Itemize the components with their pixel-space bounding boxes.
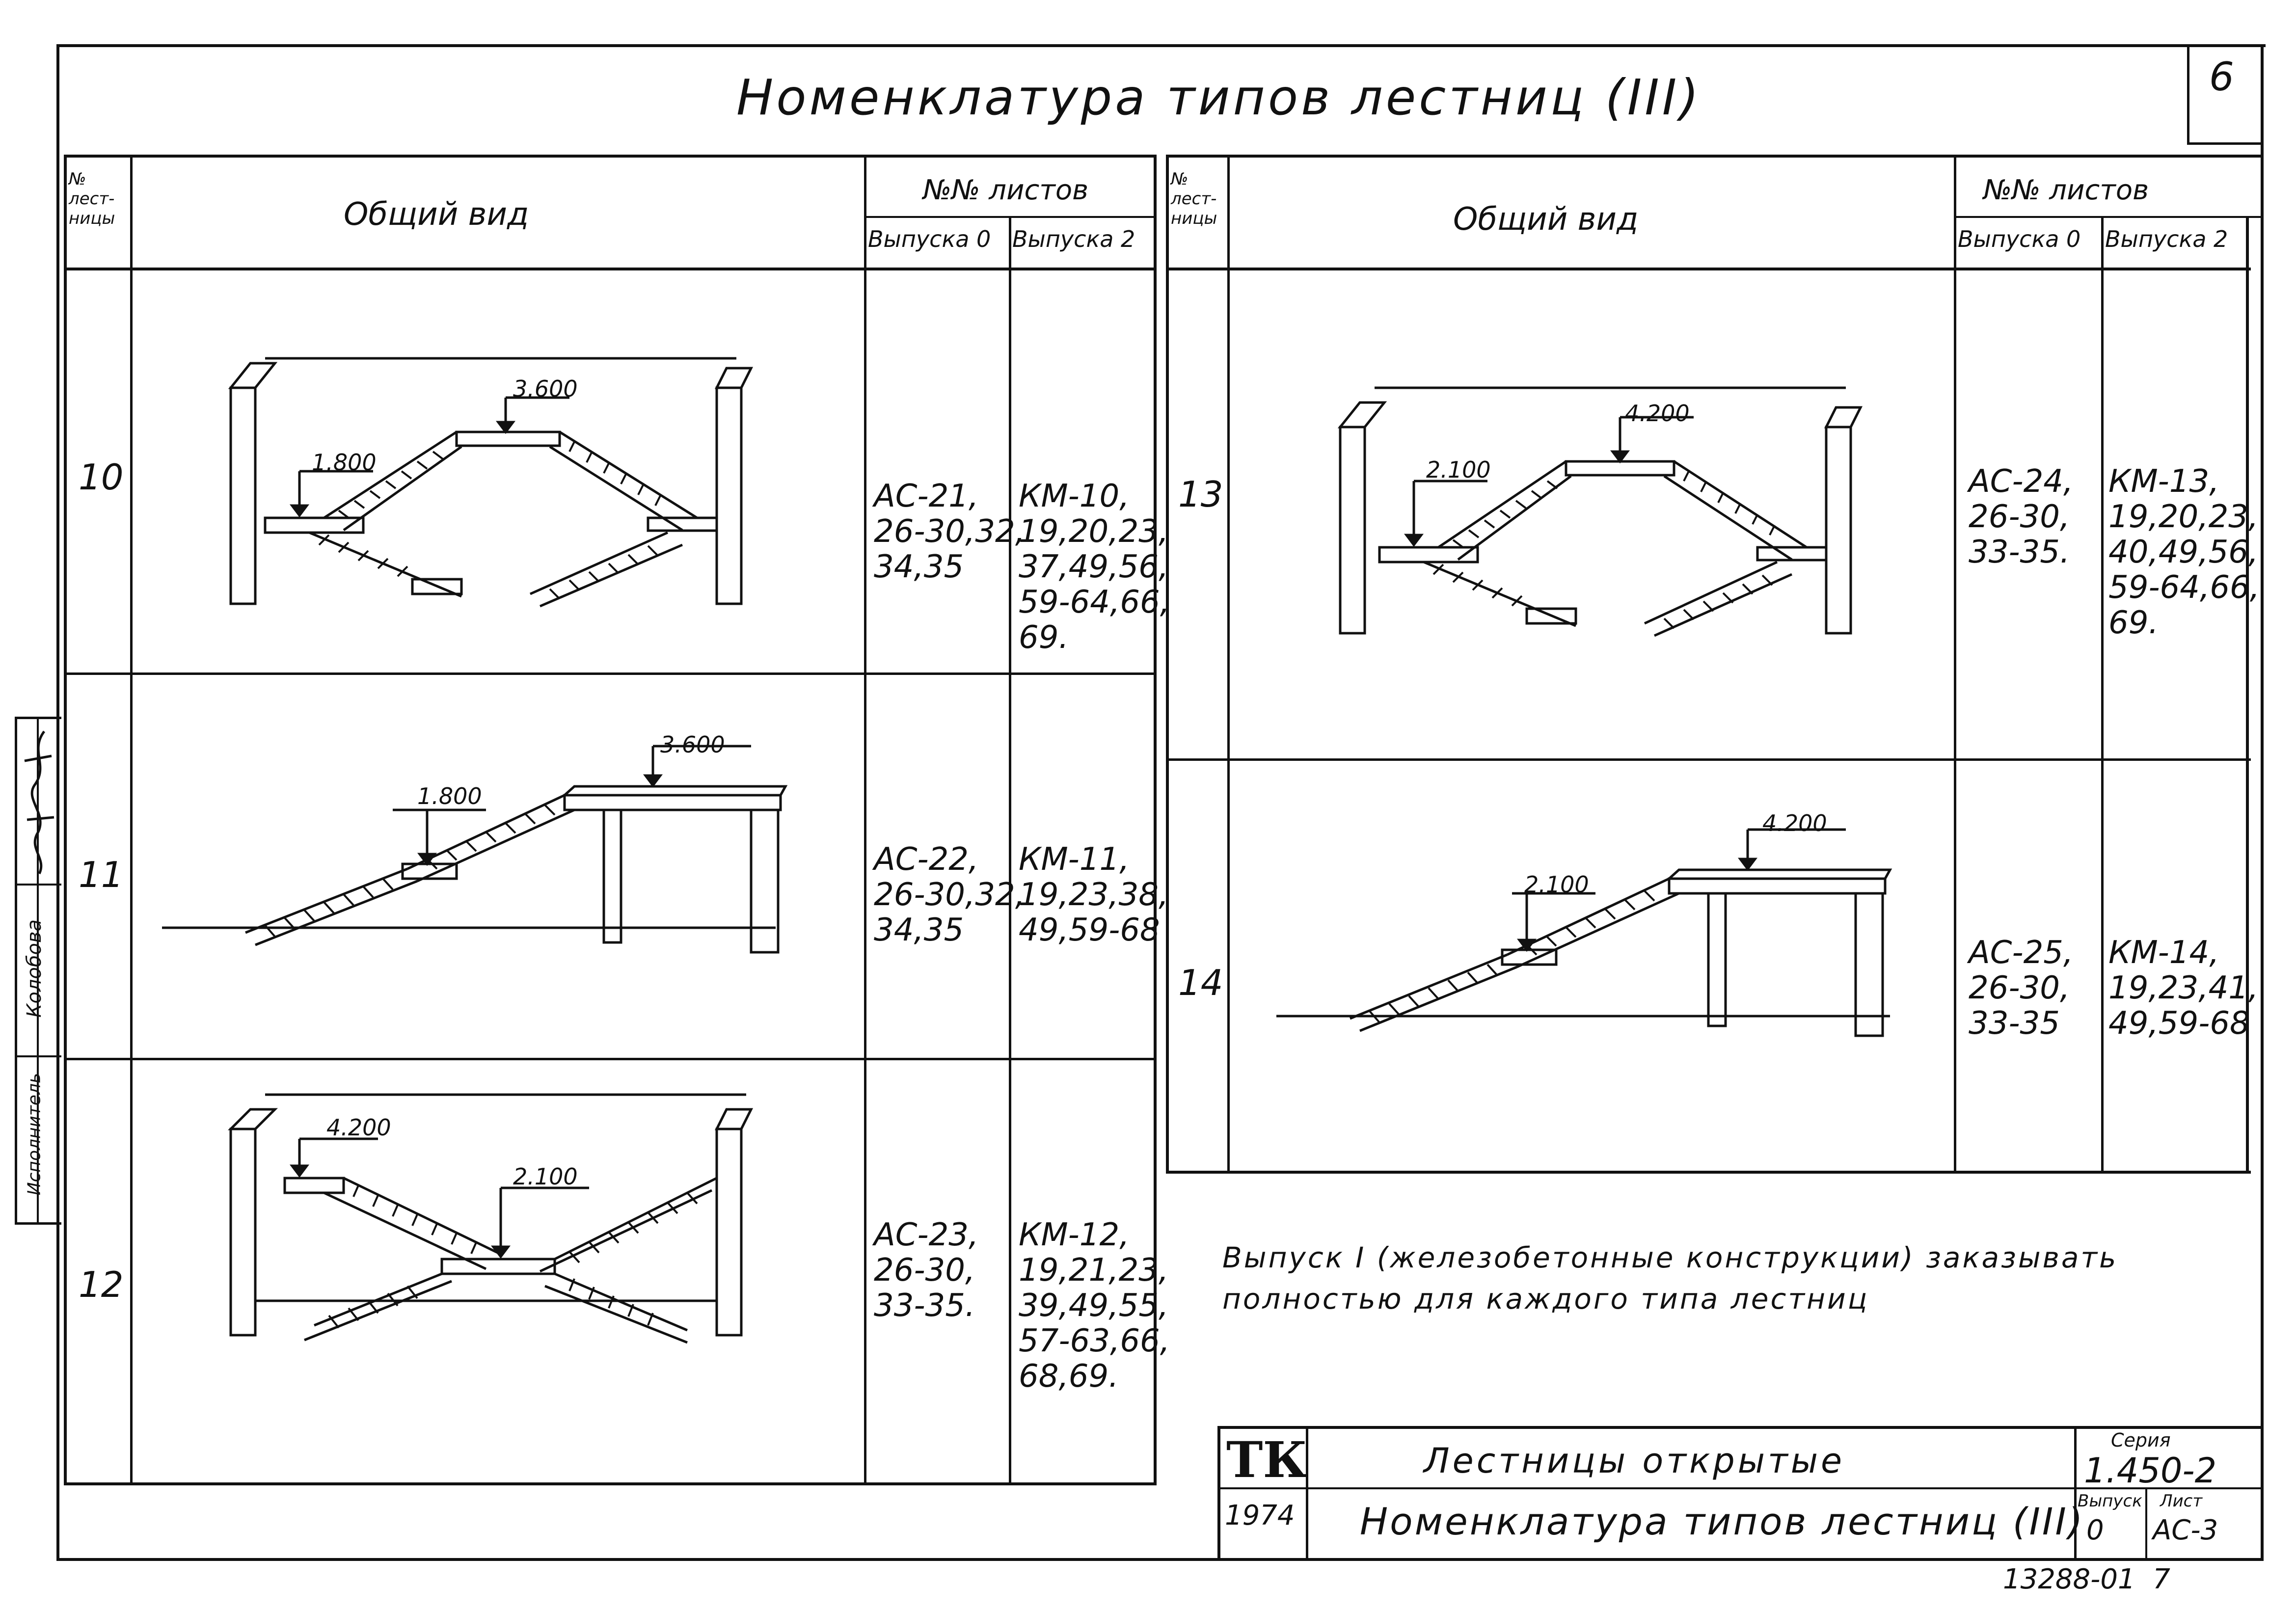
right-row-issue0-13: АС-24, 26-30, 33-35. — [1969, 463, 2074, 570]
left-header-view: Общий вид — [344, 196, 529, 233]
stair-drawing-11 — [162, 745, 788, 954]
left-row-issue2-11: КМ-11, 19,23,38, 49,59-68 — [1019, 841, 1169, 948]
right-row-num-13: 13 — [1178, 474, 1223, 515]
frame-right-line — [2261, 44, 2264, 1561]
stair-drawing-12 — [227, 1093, 754, 1344]
level-mark-12-upper: 4.200 — [326, 1114, 391, 1141]
stamp-logo: ТК — [1226, 1431, 1308, 1489]
level-mark-14-lower: 2.100 — [1524, 871, 1589, 898]
side-stamp-signature-icon — [24, 730, 54, 875]
left-row-num-11: 11 — [79, 854, 124, 895]
level-mark-11-lower: 1.800 — [417, 783, 482, 809]
page-title: Номенклатура типов лестниц (III) — [736, 69, 1702, 126]
note-text: Выпуск I (железобетонные конструкции) за… — [1222, 1241, 2118, 1316]
level-mark-10-upper: 3.600 — [513, 376, 578, 402]
right-header-num: № лест-ницы — [1171, 169, 1217, 228]
left-row-issue0-10: АС-21, 26-30,32, 34,35 — [874, 478, 1026, 585]
stamp-year: 1974 — [1225, 1500, 1295, 1531]
doc-number: 13288-01 7 — [2003, 1563, 2170, 1595]
frame-top-line — [56, 44, 2266, 47]
sheet-number-box-bottom — [2187, 142, 2263, 145]
stamp-sheet-value: АС-3 — [2153, 1514, 2218, 1546]
stamp-series-value: 1.450-2 — [2084, 1451, 2217, 1491]
sheet-number: 6 — [2209, 54, 2234, 100]
right-row-issue2-13: КМ-13, 19,20,23, 40,49,56, 59-64,66, 69. — [2108, 463, 2260, 641]
left-row-issue0-12: АС-23, 26-30, 33-35. — [874, 1217, 979, 1324]
right-header-issue0: Выпуска 0 — [1958, 226, 2081, 252]
left-row-issue2-10: КМ-10, 19,20,23, 37,49,56, 59-64,66, 69. — [1019, 478, 1170, 656]
stair-drawing-14 — [1276, 828, 1892, 1037]
level-mark-11-upper: 3.600 — [660, 731, 725, 758]
right-header-sheets: №№ листов — [1983, 174, 2149, 206]
frame-bottom-line — [56, 1558, 2264, 1561]
side-stamp-role: Исполнитель — [24, 1073, 45, 1196]
right-row-issue2-14: КМ-14, 19,23,41, 49,59-68 — [2108, 935, 2259, 1042]
stamp-sheet-label: Лист — [2160, 1491, 2203, 1511]
sheet-number-box-left — [2187, 44, 2189, 142]
frame-left-line — [56, 44, 59, 1561]
left-header-num: № лест-ницы — [69, 169, 115, 228]
left-header-sheets: №№ листов — [923, 174, 1089, 206]
stamp-line1: Лестницы открытые — [1424, 1441, 1845, 1481]
right-header-view: Общий вид — [1453, 201, 1639, 238]
right-row-issue0-14: АС-25, 26-30, 33-35 — [1969, 935, 2074, 1042]
side-stamp-name: Колобова — [23, 919, 46, 1018]
stair-drawing-13 — [1337, 386, 1863, 637]
left-row-issue2-12: КМ-12, 19,21,23, 39,49,55, 57-63,66, 68,… — [1019, 1217, 1170, 1395]
level-mark-13-lower: 2.100 — [1426, 457, 1491, 483]
right-row-num-14: 14 — [1178, 962, 1223, 1003]
stamp-issue-value: 0 — [2086, 1514, 2104, 1546]
level-mark-12-lower: 2.100 — [513, 1163, 578, 1190]
left-header-issue2: Выпуска 2 — [1012, 226, 1135, 252]
stair-drawing-10 — [228, 357, 754, 608]
right-header-issue2: Выпуска 2 — [2105, 226, 2228, 252]
level-mark-14-upper: 4.200 — [1762, 810, 1827, 836]
left-row-issue0-11: АС-22, 26-30,32, 34,35 — [874, 841, 1026, 948]
left-row-num-10: 10 — [79, 457, 124, 498]
stamp-issue-label: Выпуск — [2078, 1491, 2142, 1511]
level-mark-13-upper: 4.200 — [1625, 400, 1690, 427]
left-header-issue0: Выпуска 0 — [868, 226, 991, 252]
left-row-num-12: 12 — [79, 1264, 124, 1305]
stamp-line2: Номенклатура типов лестниц (III) — [1360, 1500, 2085, 1543]
stamp-series-label: Серия — [2111, 1429, 2171, 1451]
level-mark-10-lower: 1.800 — [312, 449, 377, 476]
